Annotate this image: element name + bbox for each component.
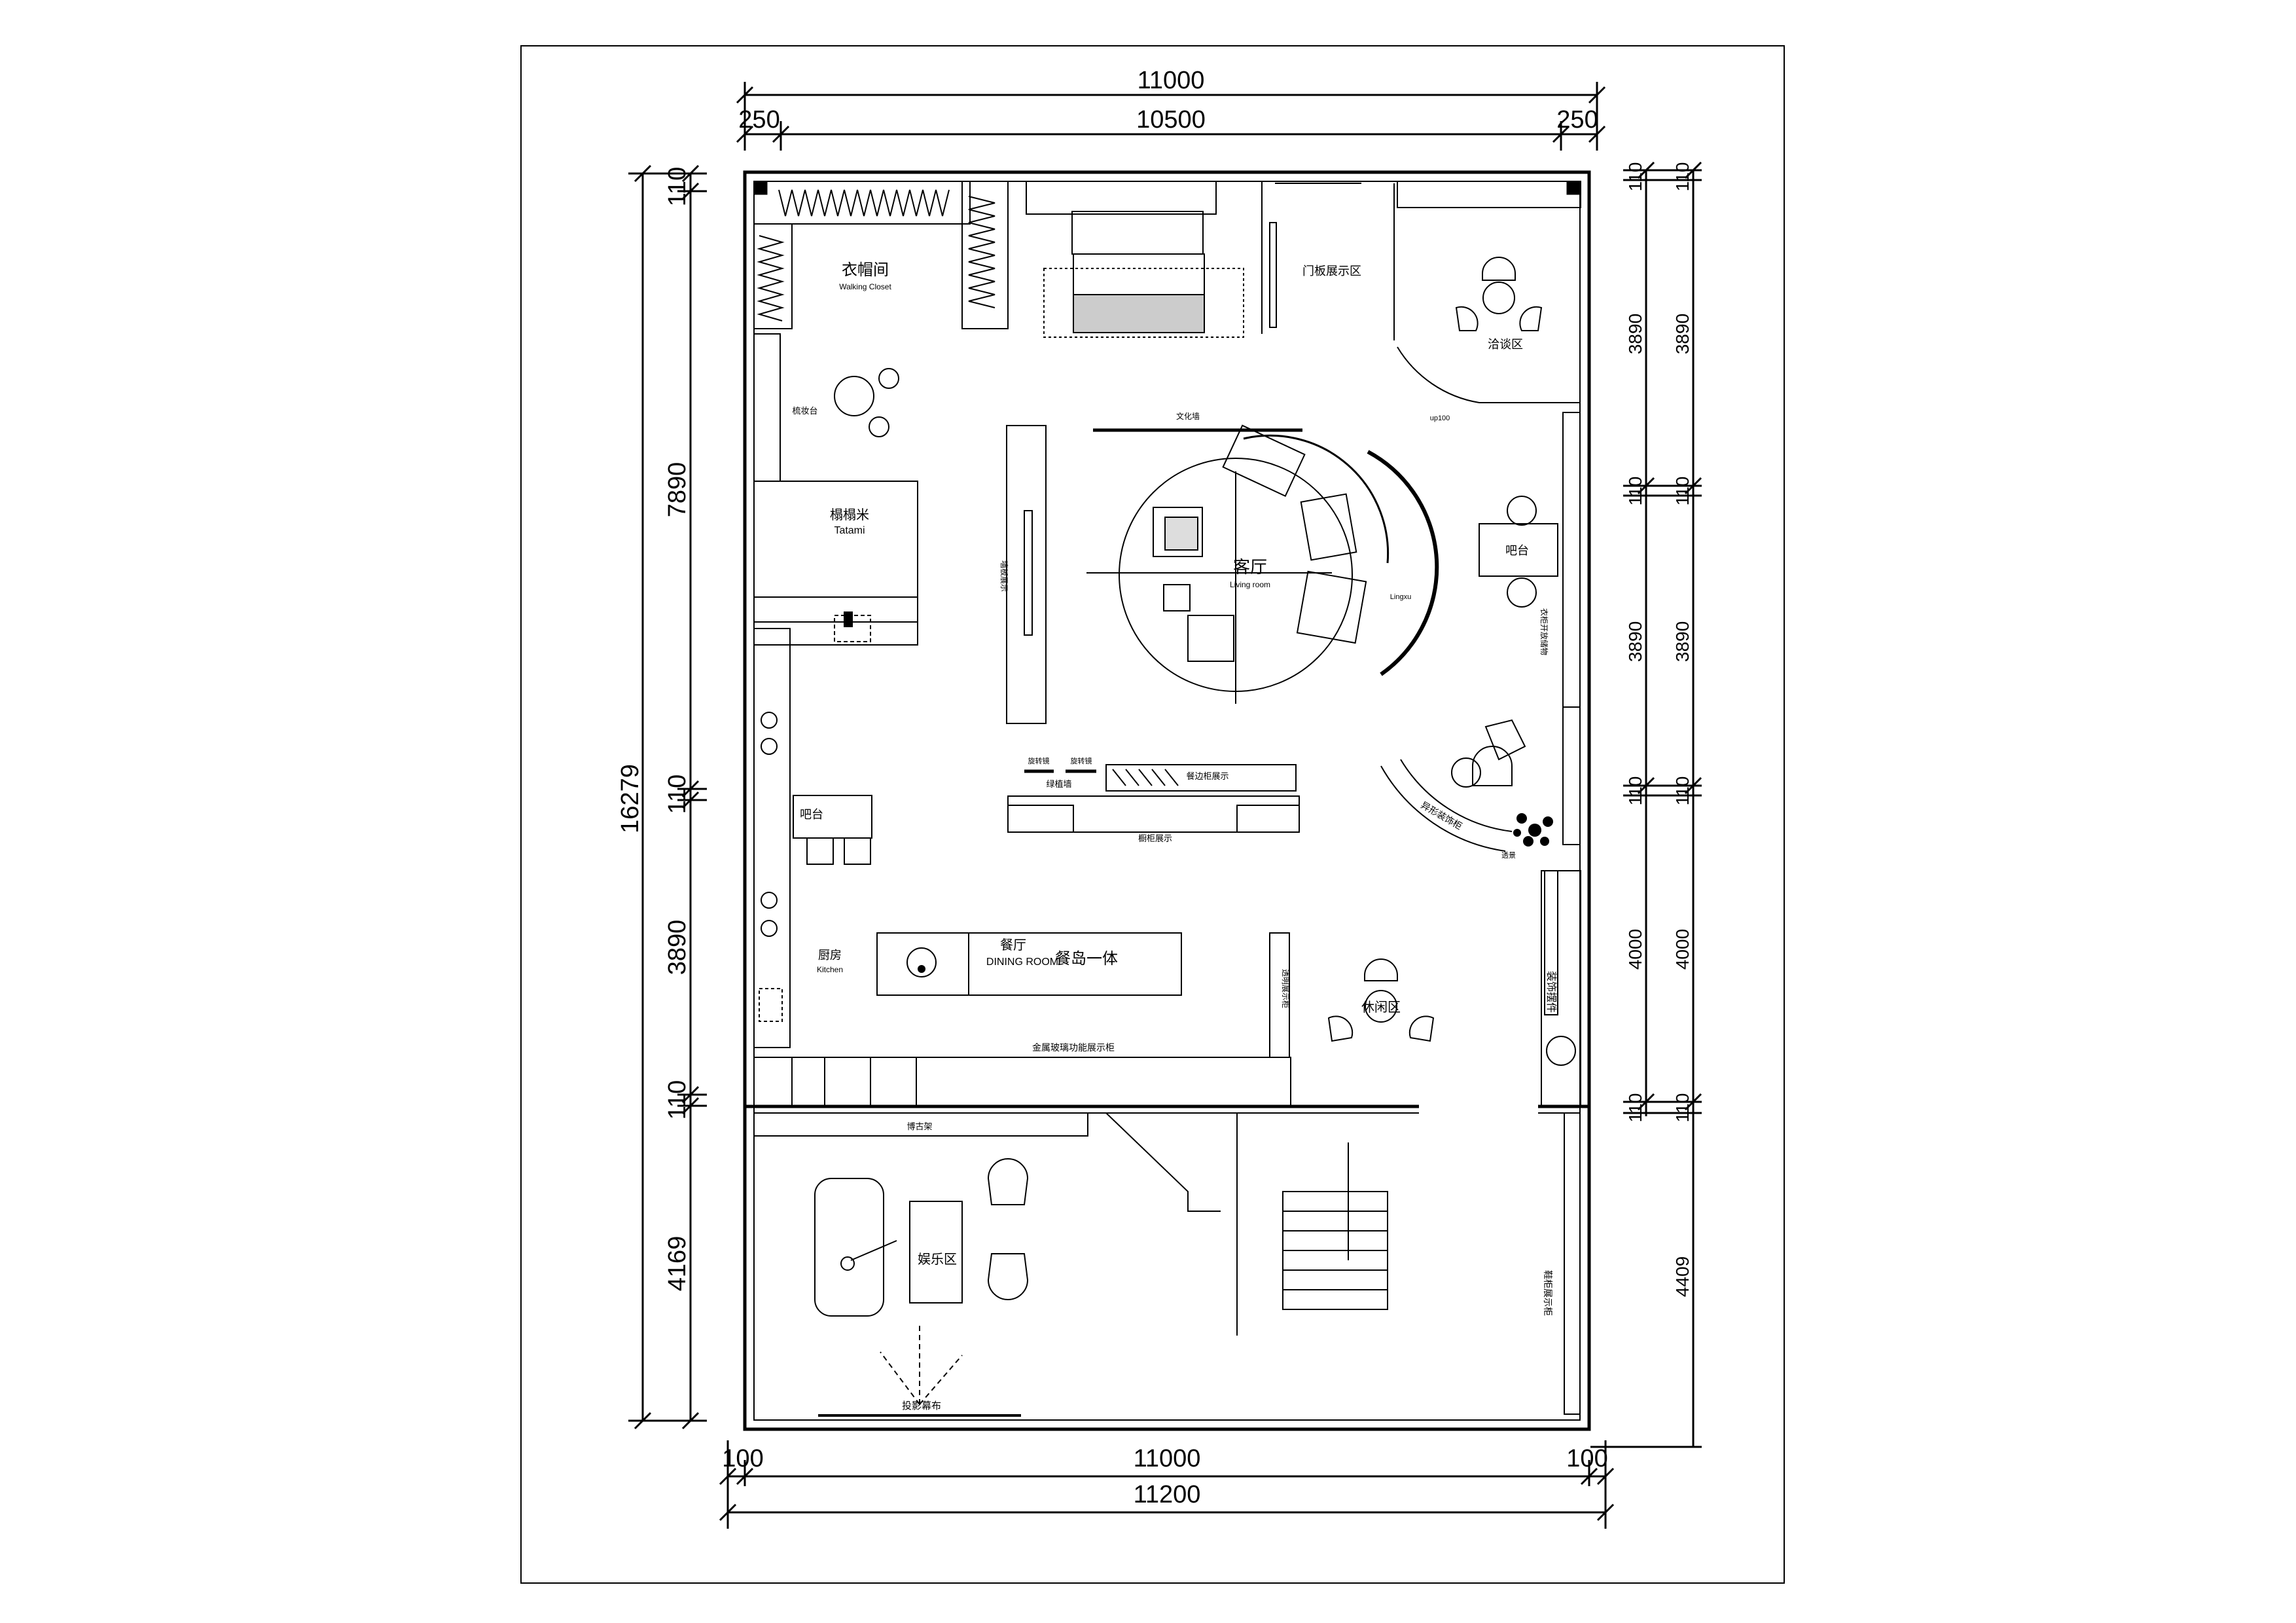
dining-label: 餐厅 bbox=[1000, 938, 1026, 953]
dim-right-110-a: 110 bbox=[1625, 162, 1645, 192]
dim-top-right: 250 bbox=[1556, 106, 1598, 134]
bottom-dimension-lines bbox=[719, 1440, 1615, 1529]
antique-shelf bbox=[753, 1112, 1088, 1137]
left-bar-label: 吧台 bbox=[800, 808, 823, 821]
entertainment-area bbox=[814, 1158, 1029, 1317]
dim-bottom-mid: 11000 bbox=[1134, 1445, 1201, 1472]
entertainment-label: 娱乐区 bbox=[918, 1252, 957, 1267]
green-wall-label: 绿植墙 bbox=[1046, 779, 1071, 789]
left-dimension-lines bbox=[628, 164, 707, 1430]
dim-right-3890-a2: 3890 bbox=[1672, 314, 1693, 354]
plant-icon bbox=[1513, 813, 1553, 847]
bed bbox=[1026, 181, 1263, 338]
cabinet-display-label: 橱柜展示 bbox=[1138, 833, 1172, 843]
leisure-area bbox=[1269, 932, 1435, 1058]
dim-top-left: 250 bbox=[738, 106, 780, 134]
dim-right-4000-2: 4000 bbox=[1672, 929, 1693, 970]
vanity-table bbox=[753, 333, 899, 482]
antique-shelf-label: 博古架 bbox=[906, 1122, 932, 1131]
dim-bottom-right: 100 bbox=[1566, 1445, 1607, 1472]
cabinet-display bbox=[1007, 764, 1300, 833]
lingxu-label: Lingxu bbox=[1390, 593, 1411, 601]
shoe-display-label: 鞋柜展示柜 bbox=[1543, 1270, 1553, 1316]
right-bar bbox=[1479, 412, 1581, 708]
metal-glass-cabinet bbox=[753, 1057, 1291, 1107]
dim-right-110-c: 110 bbox=[1625, 776, 1645, 806]
door-display-label: 门板展示区 bbox=[1302, 264, 1361, 278]
kitchen-label: 厨房 bbox=[818, 949, 842, 962]
decor-display bbox=[1541, 870, 1581, 1107]
transparent-display-label: 透明展示柜 bbox=[1281, 969, 1290, 1008]
shoe-display bbox=[1564, 1112, 1581, 1415]
walking-closet bbox=[753, 181, 1009, 329]
dim-bottom-total: 11200 bbox=[1134, 1481, 1201, 1508]
dim-right-110-a2: 110 bbox=[1672, 162, 1693, 192]
dim-right-110-b: 110 bbox=[1625, 477, 1645, 506]
negotiation-area bbox=[1397, 181, 1581, 403]
stairs bbox=[1105, 1112, 1388, 1336]
transparent-label: 透景 bbox=[1501, 851, 1516, 860]
metal-glass-cabinet-label: 金属玻璃功能展示柜 bbox=[1032, 1042, 1115, 1053]
dim-left-4169: 4169 bbox=[664, 1236, 691, 1292]
dim-top-total: 11000 bbox=[1138, 67, 1205, 94]
dim-right-110-c2: 110 bbox=[1672, 776, 1693, 806]
dim-left-7890: 7890 bbox=[664, 462, 691, 518]
dim-left-3890: 3890 bbox=[664, 920, 691, 976]
projector bbox=[880, 1326, 963, 1405]
kitchen-units bbox=[753, 628, 791, 1048]
leisure-label: 休闲区 bbox=[1361, 1000, 1401, 1015]
tatami-label: 榻榻米 bbox=[830, 507, 869, 522]
dim-left-110-b: 110 bbox=[664, 775, 691, 814]
dim-left-total: 16279 bbox=[617, 764, 644, 833]
dining-en-label: DINING ROOM bbox=[986, 957, 1058, 968]
tatami bbox=[753, 481, 918, 646]
walking-closet-en-label: Walking Closet bbox=[839, 282, 891, 291]
rotating-mirror-2: 旋转镜 bbox=[1071, 756, 1092, 765]
vanity-label: 梳妆台 bbox=[792, 406, 817, 416]
right-dimension-lines bbox=[1590, 161, 1702, 1448]
dim-right-110-d2: 110 bbox=[1672, 1093, 1693, 1123]
shaped-cabinet bbox=[1380, 706, 1581, 1015]
right-bar-label: 吧台 bbox=[1505, 544, 1529, 557]
dim-right-110-b2: 110 bbox=[1672, 477, 1693, 506]
up-label: up100 bbox=[1430, 414, 1450, 422]
display-wall bbox=[1006, 425, 1047, 724]
left-bar bbox=[793, 795, 872, 865]
walking-closet-label: 衣帽间 bbox=[842, 261, 889, 279]
negotiation-label: 洽谈区 bbox=[1488, 338, 1523, 351]
dim-left-110-a: 110 bbox=[664, 167, 691, 207]
display-wall-label: 墙板展示 bbox=[999, 560, 1009, 592]
living-room-en-label: Living room bbox=[1230, 580, 1270, 589]
living-room bbox=[1086, 424, 1439, 704]
kitchen-en-label: Kitchen bbox=[817, 965, 843, 974]
sheet-frame bbox=[520, 45, 1785, 1584]
top-dimension-lines bbox=[736, 82, 1606, 151]
dim-right-4000: 4000 bbox=[1625, 929, 1645, 970]
cabinet-right-label: 衣柜开放储物 bbox=[1539, 608, 1549, 655]
dim-right-3890-a: 3890 bbox=[1625, 314, 1645, 354]
dim-left-110-c: 110 bbox=[664, 1080, 691, 1120]
dim-right-110-d: 110 bbox=[1625, 1093, 1645, 1123]
dim-top-mid: 10500 bbox=[1136, 106, 1206, 134]
projection-screen-label: 投影幕布 bbox=[902, 1400, 941, 1412]
culture-wall-label: 文化墙 bbox=[1176, 411, 1200, 421]
dim-bottom-left: 100 bbox=[722, 1445, 763, 1472]
rotating-mirror-1: 旋转镜 bbox=[1028, 756, 1050, 765]
shoe-cabinet-display-label: 餐边柜展示 bbox=[1186, 771, 1229, 781]
decor-display-label: 装饰摆件 bbox=[1545, 971, 1557, 1013]
dim-right-4409: 4409 bbox=[1672, 1256, 1693, 1297]
dining-island-label: 餐岛一体 bbox=[1055, 950, 1118, 968]
dining-island bbox=[876, 932, 1182, 996]
dim-right-3890-b: 3890 bbox=[1625, 621, 1645, 662]
tatami-en-label: Tatami bbox=[834, 525, 865, 536]
living-room-label: 客厅 bbox=[1233, 557, 1267, 577]
dim-right-3890-b2: 3890 bbox=[1672, 621, 1693, 662]
door-display bbox=[1269, 183, 1395, 340]
